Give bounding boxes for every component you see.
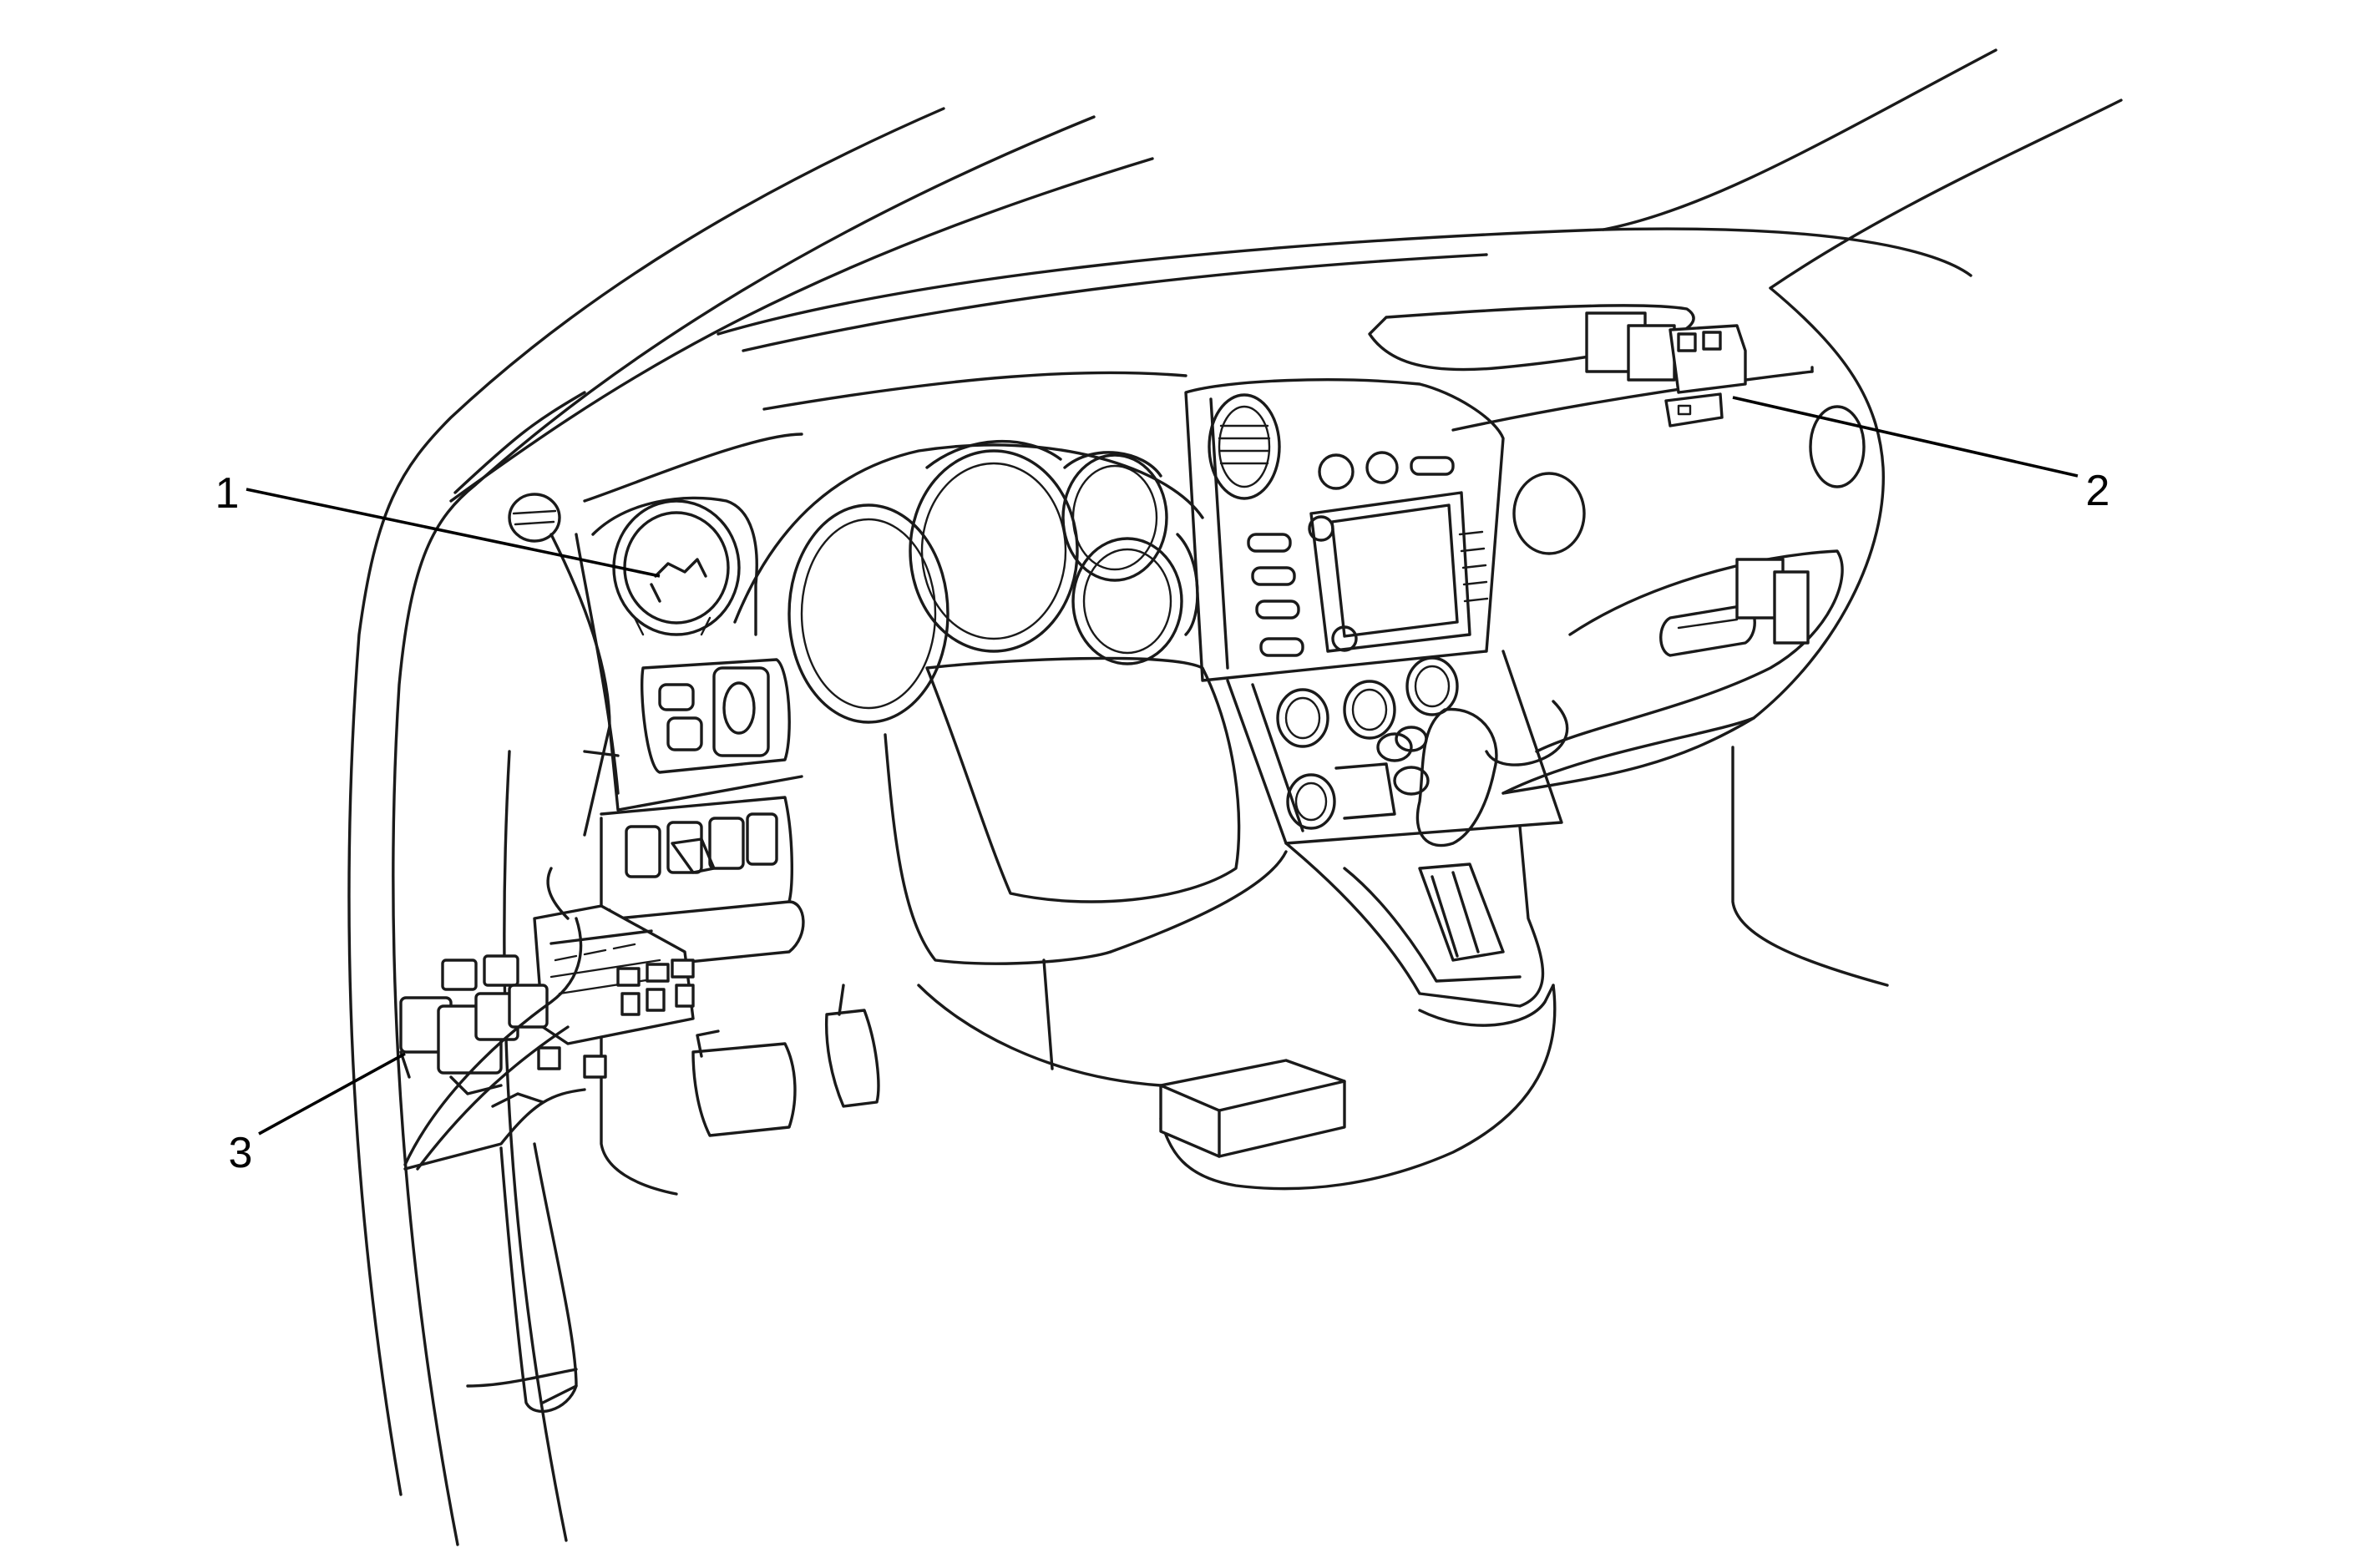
component-3-fuse-block [399,796,805,1171]
shifter-console [1159,707,1557,1191]
leader-3 [258,1052,406,1136]
leader-1 [246,488,661,578]
leader-2 [1732,396,2079,478]
steering-shroud [884,656,1288,965]
component-2-connector [1585,311,1747,427]
callout-1: 1 [215,469,240,518]
left-dash-panel [508,432,803,1196]
center-stack [1184,378,1563,845]
floor-module [1159,1059,1346,1158]
instrument-cluster [733,440,1204,724]
dash-top [717,48,2123,432]
a-pillar [347,107,1154,1546]
leader-lines [246,396,2079,1136]
pedals [466,984,880,1413]
callout-2: 2 [2086,467,2110,515]
callout-3: 3 [229,1129,253,1177]
floor [917,959,1162,1087]
